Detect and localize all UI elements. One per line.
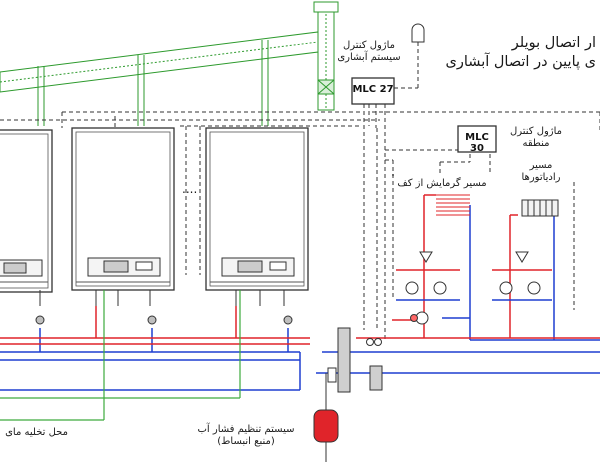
diagram-title: ار اتصال بویلر ی پایین در اتصال آبشاری: [396, 34, 596, 72]
radiator: [521, 199, 559, 217]
floor-heating-label: مسیر گرمایش از کف: [397, 178, 487, 189]
title-line-1: ار اتصال بویلر: [511, 35, 596, 51]
boiler-ellipsis: ....: [182, 182, 198, 196]
mlc27-code: MLC 27: [352, 84, 394, 95]
mlc30-code: MLC 30: [465, 132, 489, 154]
hydraulic-separator: [327, 327, 383, 393]
expansion-tank: [313, 373, 339, 462]
flue-system: [0, 1, 339, 126]
drain-label: محل تخلیه مای: [5, 427, 68, 438]
boiler-2: [71, 127, 175, 291]
boiler-connections: [35, 290, 293, 325]
boiler-1: [0, 129, 53, 293]
control-wiring: [0, 42, 600, 340]
outdoor-sensor: [411, 23, 425, 43]
floor-heating-coil: [436, 194, 470, 216]
boiler-3: [205, 127, 309, 291]
radiators-label: مسیر رادیاتورها: [521, 160, 561, 183]
title-line-2: ی پایین در اتصال آبشاری: [445, 54, 596, 70]
mlc27-module: [351, 77, 395, 105]
drain-pipes: [0, 290, 241, 421]
pressure-system-label: سیستم تنظیم فشار آب (منبع انبساط): [197, 424, 295, 447]
return-pipes: [0, 205, 600, 391]
zone-manifolds: [396, 251, 552, 325]
mlc30-module: [457, 125, 497, 153]
supply-pipes: [0, 194, 600, 345]
zone-module-label: ماژول کنترل منطقه: [509, 126, 563, 149]
cascade-module-label: ماژول کنترل سیستم آبشاری: [337, 40, 401, 63]
